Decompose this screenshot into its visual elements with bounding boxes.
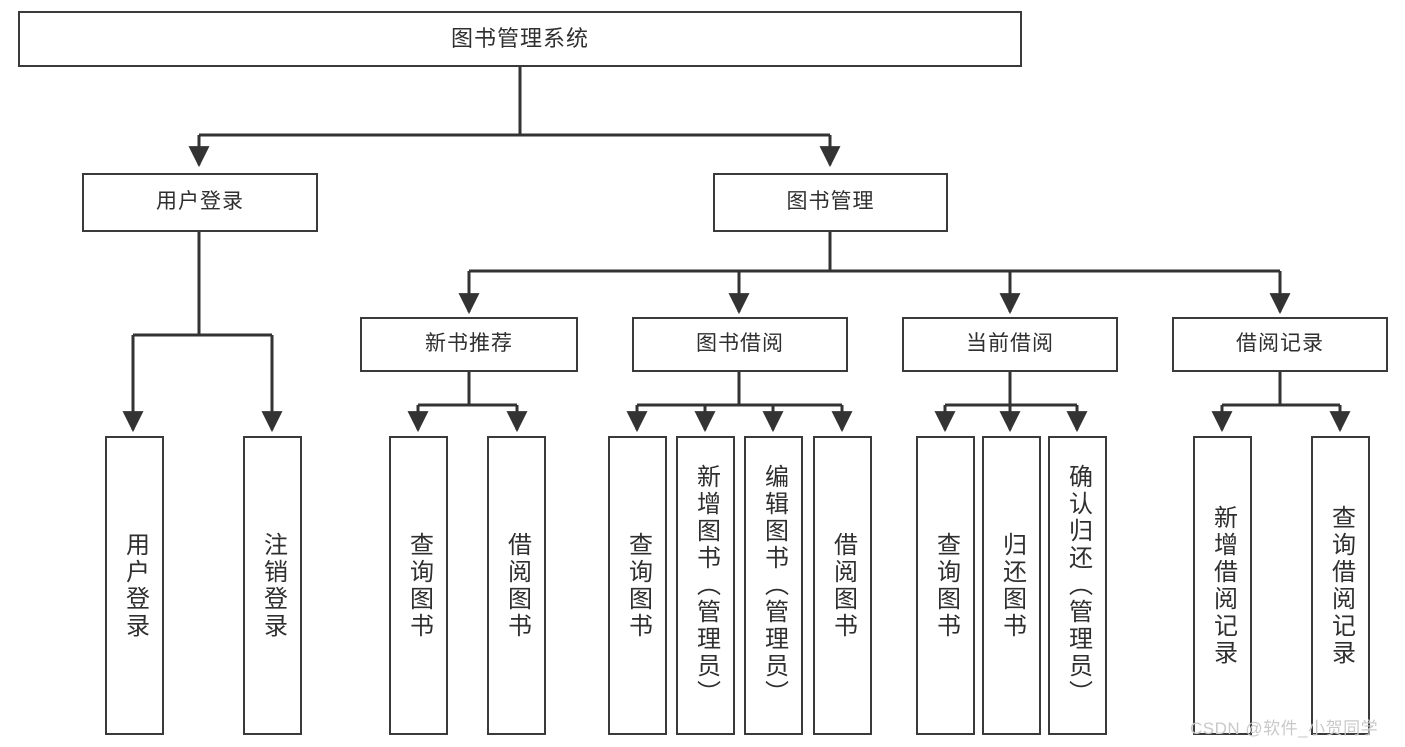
leaf-logout[interactable]: 注销登录 (243, 436, 302, 735)
node-label: 新增图书（管理员） (692, 464, 720, 707)
node-label: 查询图书 (932, 531, 960, 640)
leaf-add-book-admin[interactable]: 新增图书（管理员） (676, 436, 735, 735)
node-new-book-recommend[interactable]: 新书推荐 (360, 317, 578, 372)
node-label: 借阅图书 (503, 531, 531, 640)
node-label: 编辑图书（管理员） (760, 464, 788, 707)
leaf-return-book[interactable]: 归还图书 (982, 436, 1041, 735)
leaf-query-borrow-record[interactable]: 查询借阅记录 (1311, 436, 1370, 735)
node-label: 用户登录 (156, 190, 244, 214)
leaf-confirm-return-admin[interactable]: 确认归还（管理员） (1048, 436, 1107, 735)
node-label: 图书借阅 (696, 332, 784, 356)
leaf-borrow-book[interactable]: 借阅图书 (813, 436, 872, 735)
leaf-query-book-borrow[interactable]: 查询图书 (608, 436, 667, 735)
node-label: 借阅图书 (829, 531, 857, 640)
node-user-login[interactable]: 用户登录 (82, 173, 318, 232)
node-label: 图书管理系统 (450, 26, 589, 52)
node-borrow-record[interactable]: 借阅记录 (1172, 317, 1388, 372)
leaf-borrow-book-recommend[interactable]: 借阅图书 (487, 436, 546, 735)
node-label: 借阅记录 (1236, 332, 1324, 356)
node-book-management[interactable]: 图书管理 (713, 173, 948, 232)
leaf-query-book-current[interactable]: 查询图书 (916, 436, 975, 735)
node-label: 当前借阅 (966, 332, 1054, 356)
node-current-borrow[interactable]: 当前借阅 (902, 317, 1118, 372)
node-book-borrow[interactable]: 图书借阅 (632, 317, 848, 372)
node-label: 图书管理 (786, 190, 875, 214)
node-label: 查询图书 (624, 531, 652, 640)
node-label: 查询借阅记录 (1327, 504, 1355, 667)
node-label: 用户登录 (121, 531, 149, 640)
node-label: 新书推荐 (425, 332, 513, 356)
node-label: 确认归还（管理员） (1064, 464, 1092, 707)
node-label: 新增借阅记录 (1209, 504, 1237, 667)
node-label: 注销登录 (259, 531, 287, 640)
leaf-add-borrow-record[interactable]: 新增借阅记录 (1193, 436, 1252, 735)
leaf-edit-book-admin[interactable]: 编辑图书（管理员） (744, 436, 803, 735)
leaf-user-login[interactable]: 用户登录 (105, 436, 164, 735)
node-label: 归还图书 (998, 531, 1026, 640)
node-label: 查询图书 (405, 531, 433, 640)
leaf-query-book-recommend[interactable]: 查询图书 (389, 436, 448, 735)
node-root-system[interactable]: 图书管理系统 (18, 11, 1022, 67)
